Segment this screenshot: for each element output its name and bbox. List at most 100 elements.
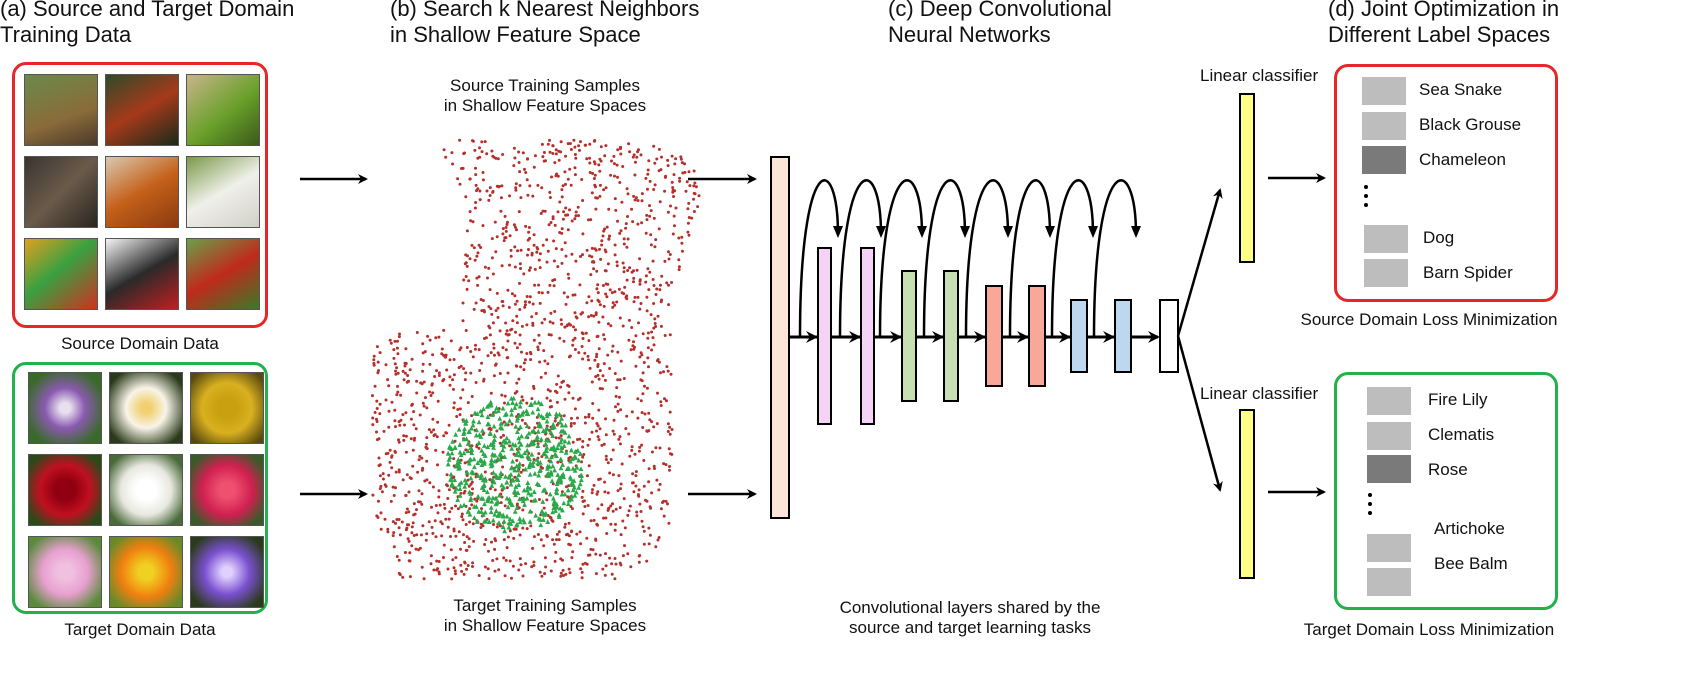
source-point bbox=[652, 302, 656, 305]
source-point bbox=[572, 325, 575, 329]
source-point bbox=[660, 155, 663, 159]
source-point bbox=[627, 142, 631, 146]
ellipsis-dot bbox=[1368, 502, 1372, 506]
source-point bbox=[627, 432, 631, 436]
target-point bbox=[450, 438, 456, 444]
source-point bbox=[631, 472, 635, 476]
source-point bbox=[595, 269, 599, 273]
source-point bbox=[573, 173, 577, 177]
source-point bbox=[566, 177, 570, 181]
target-point bbox=[455, 456, 461, 462]
source-point bbox=[647, 365, 650, 369]
source-point bbox=[555, 538, 558, 542]
source-point bbox=[560, 248, 564, 251]
header-c-line1: (c) Deep Convolutional bbox=[888, 0, 1112, 21]
target-point bbox=[491, 444, 496, 450]
source-point bbox=[524, 224, 528, 228]
source-point bbox=[555, 400, 559, 404]
source-point bbox=[600, 443, 604, 447]
source-point bbox=[609, 522, 613, 526]
source-point bbox=[552, 259, 556, 263]
target-point bbox=[464, 436, 469, 442]
source-point bbox=[459, 396, 463, 400]
target-point bbox=[495, 408, 501, 413]
source-point bbox=[515, 390, 519, 393]
source-point bbox=[618, 561, 622, 565]
source-point bbox=[446, 567, 450, 571]
source-point bbox=[617, 474, 621, 478]
source-point bbox=[412, 534, 416, 537]
source-point bbox=[372, 358, 376, 362]
source-point bbox=[622, 237, 626, 241]
source-point bbox=[597, 377, 601, 381]
source-point bbox=[551, 217, 555, 221]
source-point bbox=[586, 354, 590, 358]
source-point bbox=[387, 425, 391, 429]
source-point bbox=[536, 348, 540, 352]
source-point bbox=[543, 317, 547, 321]
source-point bbox=[473, 258, 477, 262]
target-point bbox=[473, 432, 479, 438]
target-point bbox=[569, 456, 575, 462]
source-point bbox=[606, 282, 610, 286]
source-point bbox=[429, 430, 433, 434]
source-point bbox=[647, 480, 651, 484]
source-point bbox=[634, 470, 638, 474]
conv-layer-3 bbox=[901, 270, 917, 402]
source-point bbox=[462, 367, 466, 371]
source-point bbox=[647, 526, 651, 530]
target-point bbox=[517, 516, 523, 521]
source-point bbox=[596, 523, 599, 527]
source-point bbox=[417, 458, 421, 462]
target-point bbox=[488, 463, 494, 469]
source-point bbox=[475, 254, 479, 258]
source-point bbox=[473, 497, 477, 501]
source-point bbox=[638, 307, 642, 311]
source-point bbox=[602, 304, 606, 308]
source-point bbox=[546, 362, 550, 366]
source-point bbox=[564, 206, 568, 210]
target-point bbox=[517, 424, 523, 430]
source-point bbox=[533, 283, 537, 287]
source-point bbox=[581, 232, 585, 236]
source-point bbox=[663, 397, 666, 401]
source-point bbox=[554, 436, 558, 440]
source-point bbox=[663, 259, 667, 263]
target-point bbox=[498, 424, 503, 430]
source-point bbox=[551, 279, 555, 282]
source-point bbox=[459, 563, 463, 567]
target-loss-caption: Target Domain Loss Minimization bbox=[1303, 620, 1555, 639]
source-point bbox=[483, 140, 487, 144]
source-point bbox=[545, 260, 549, 264]
target-point bbox=[453, 485, 459, 491]
source-point bbox=[610, 159, 613, 163]
source-point bbox=[668, 425, 672, 429]
source-point bbox=[615, 300, 619, 304]
source-point bbox=[442, 502, 446, 506]
source-point bbox=[390, 455, 394, 459]
source-point bbox=[580, 570, 584, 574]
source-point bbox=[490, 149, 494, 153]
source-point bbox=[431, 391, 435, 395]
source-point bbox=[649, 209, 653, 213]
source-point bbox=[545, 498, 549, 502]
source-point bbox=[646, 187, 649, 191]
source-point bbox=[472, 539, 476, 543]
source-point bbox=[488, 478, 492, 482]
source-point bbox=[452, 566, 456, 570]
source-point bbox=[596, 507, 600, 511]
source-point bbox=[591, 402, 595, 405]
header-a-line1: (a) Source and Target Domain bbox=[0, 0, 295, 21]
source-point bbox=[518, 262, 522, 266]
source-point bbox=[671, 190, 675, 194]
source-point bbox=[619, 147, 622, 151]
source-point bbox=[470, 395, 474, 398]
source-point bbox=[574, 156, 578, 160]
source-point bbox=[630, 410, 634, 414]
target-point bbox=[510, 441, 516, 447]
target-point bbox=[512, 405, 518, 410]
source-point bbox=[659, 324, 663, 328]
target-point bbox=[503, 474, 508, 479]
target-point bbox=[540, 499, 546, 504]
source-point bbox=[649, 233, 653, 237]
